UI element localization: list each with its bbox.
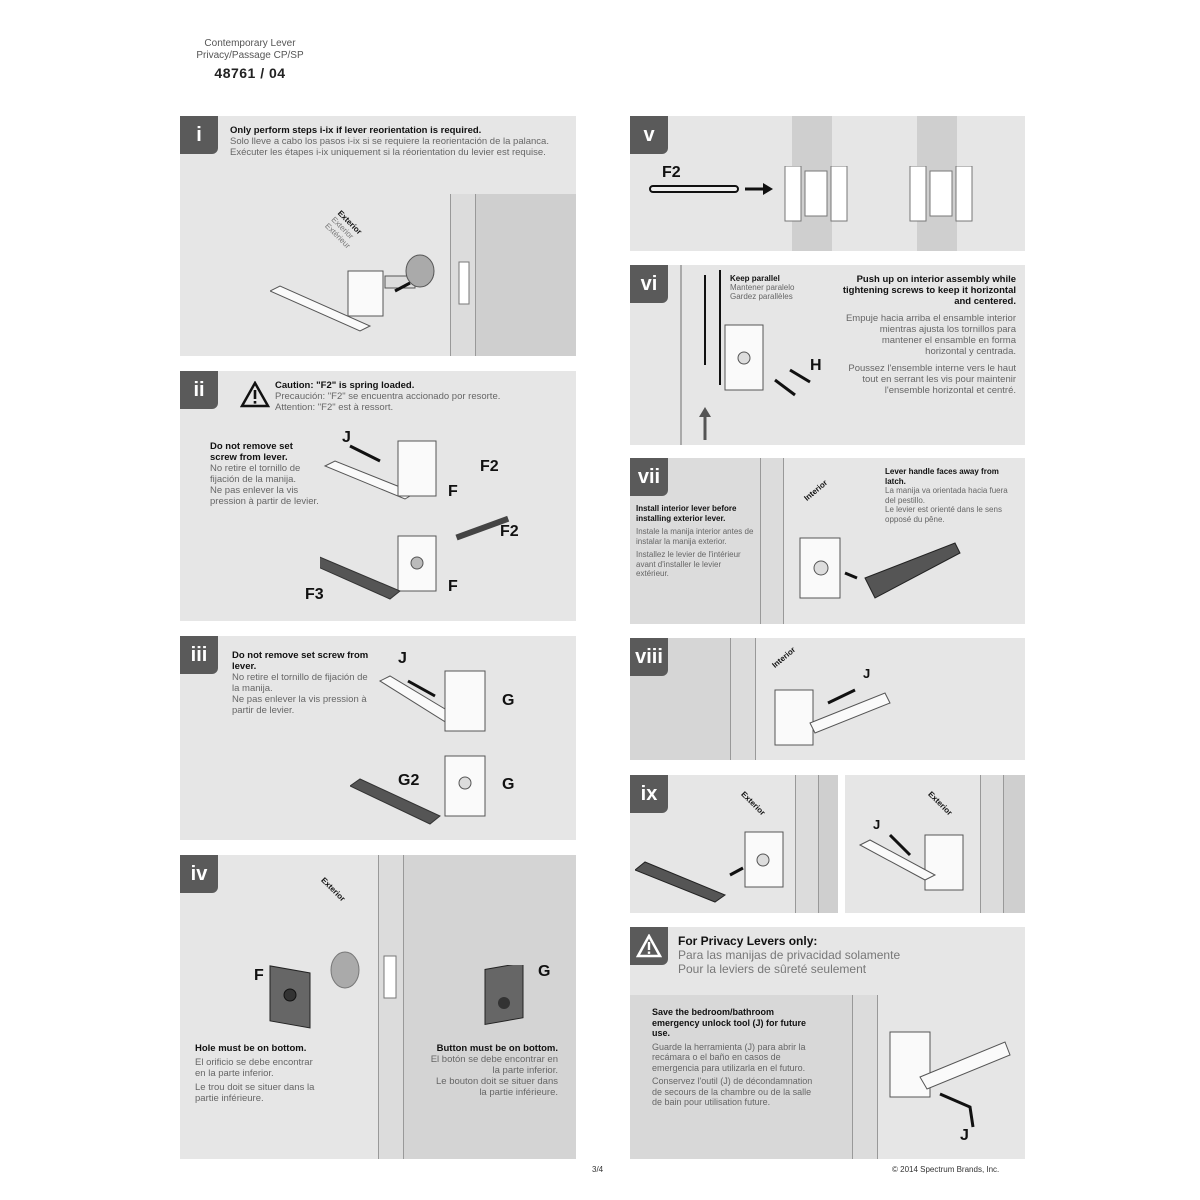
rose-G-diagram xyxy=(484,965,524,1026)
step-badge: vii xyxy=(630,458,668,496)
interior-label: Interior xyxy=(802,478,830,503)
copyright: © 2014 Spectrum Brands, Inc. xyxy=(892,1165,1000,1174)
spindle-insert-diagram xyxy=(649,166,973,222)
door-jamb xyxy=(730,638,756,760)
part-label-F: F xyxy=(448,483,458,500)
step-badge: viii xyxy=(630,638,668,676)
set-screw-note: Do not remove set screw from lever. No r… xyxy=(232,650,369,716)
page-number: 3/4 xyxy=(592,1165,604,1174)
step-i-panel: i Only perform steps i-ix if lever reori… xyxy=(180,116,576,356)
step-badge: iii xyxy=(180,636,218,674)
step-badge: ii xyxy=(180,371,218,409)
part-label-F: F xyxy=(448,578,458,595)
product-line: Contemporary Lever xyxy=(204,38,296,49)
set-screw-note: Do not remove set screw from lever. No r… xyxy=(210,441,319,507)
exterior-lever-installed-diagram xyxy=(858,833,964,891)
step-ii-panel: ii Caution: "F2" is spring loaded. Preca… xyxy=(180,371,576,621)
step-badge: i xyxy=(180,116,218,154)
step-badge: vi xyxy=(630,265,668,303)
step-viii-panel: viii Interior J xyxy=(630,638,1025,760)
step-ix-right-panel: Exterior J xyxy=(845,775,1025,913)
keep-parallel-diagram xyxy=(699,270,811,440)
step-i-text: Only perform steps i-ix if lever reorien… xyxy=(230,125,565,158)
door-edge xyxy=(680,265,682,445)
part-label-J: J xyxy=(398,650,407,667)
part-label-F3: F3 xyxy=(305,586,324,603)
interior-lever-diagram xyxy=(799,537,961,599)
step-badge: iv xyxy=(180,855,218,893)
part-label-F: F xyxy=(254,967,264,984)
part-label-J: J xyxy=(863,666,871,681)
lever-removal-diagram xyxy=(320,440,510,600)
latch-icon xyxy=(383,955,397,999)
lever-exploded-diagram xyxy=(270,254,435,332)
product-function: Privacy/Passage CP/SP xyxy=(196,50,304,61)
part-label-H: H xyxy=(810,357,822,374)
caution-text: Caution: "F2" is spring loaded. Precauci… xyxy=(275,380,501,413)
part-label-G2: G2 xyxy=(398,772,420,789)
step-badge: v xyxy=(630,116,668,154)
part-label-F2: F2 xyxy=(500,523,519,540)
emergency-tool-diagram xyxy=(889,1031,1011,1128)
step-vi-panel: vi H Keep parallel Mantener paralelo Gar… xyxy=(630,265,1025,445)
door xyxy=(819,775,838,913)
privacy-title: For Privacy Levers only: Para las manija… xyxy=(678,934,901,976)
door-jamb xyxy=(378,855,404,1159)
door xyxy=(1004,775,1025,913)
step-badge: ix xyxy=(630,775,668,813)
exterior-label: Exterior xyxy=(739,789,767,818)
lever-faces-note: Lever handle faces away from latch. La m… xyxy=(885,467,1008,524)
door xyxy=(476,194,576,356)
step-ix-left-panel: ix Exterior xyxy=(630,775,838,913)
push-up-instruction: Push up on interior assembly while tight… xyxy=(842,274,1016,396)
warning-icon xyxy=(240,381,270,408)
instruction-es: Solo lleve a cabo los pasos i-ix si se r… xyxy=(230,136,549,147)
latch-icon xyxy=(458,261,470,305)
instruction-fr: Exécuter les étapes i-ix uniquement si l… xyxy=(230,147,546,158)
part-label-J: J xyxy=(873,817,881,832)
exterior-lever-diagram xyxy=(635,831,784,903)
step-v-panel: v F2 xyxy=(630,116,1025,251)
exterior-label: Exterior xyxy=(926,789,954,818)
save-tool-note: Save the bedroom/bathroom emergency unlo… xyxy=(652,1007,813,1107)
instruction-en: Only perform steps i-ix if lever reorien… xyxy=(230,125,482,136)
hole-bottom-note: Hole must be on bottom. El orificio se d… xyxy=(195,1043,315,1104)
part-label-G: G xyxy=(502,692,515,709)
rose-F-diagram xyxy=(269,951,360,1029)
door-jamb xyxy=(795,775,819,913)
interior-label: Interior xyxy=(770,645,798,670)
part-label-G: G xyxy=(502,776,515,793)
part-label-F2: F2 xyxy=(662,164,681,181)
keep-parallel-label: Keep parallel Mantener paralelo Gardez p… xyxy=(730,274,795,301)
lever-g-diagram xyxy=(350,670,486,825)
install-interior-note: Install interior lever before installing… xyxy=(636,504,754,578)
part-label-J: J xyxy=(342,429,351,446)
part-number: 48761 / 04 xyxy=(214,65,286,81)
step-iii-panel: iii Do not remove set screw from lever. … xyxy=(180,636,576,840)
warning-badge xyxy=(630,927,668,965)
step-vii-panel: vii Install interior lever before instal… xyxy=(630,458,1025,624)
step-iv-panel: iv Exterior F G Hole must be on bottom. … xyxy=(180,855,576,1159)
button-bottom-note: Button must be on bottom. El botón se de… xyxy=(430,1043,558,1098)
door-jamb xyxy=(760,458,784,624)
exterior-label: Exterior xyxy=(319,875,347,904)
document-header: Contemporary Lever Privacy/Passage CP/SP… xyxy=(180,38,320,81)
part-label-G: G xyxy=(538,963,551,980)
part-label-F2: F2 xyxy=(480,458,499,475)
warning-icon xyxy=(636,934,662,958)
interior-side xyxy=(630,995,852,1159)
part-label-J: J xyxy=(960,1127,969,1144)
lever-install-diagram xyxy=(774,688,891,746)
door-jamb xyxy=(852,995,878,1159)
privacy-panel: For Privacy Levers only: Para las manija… xyxy=(630,927,1025,1159)
door-jamb xyxy=(980,775,1004,913)
